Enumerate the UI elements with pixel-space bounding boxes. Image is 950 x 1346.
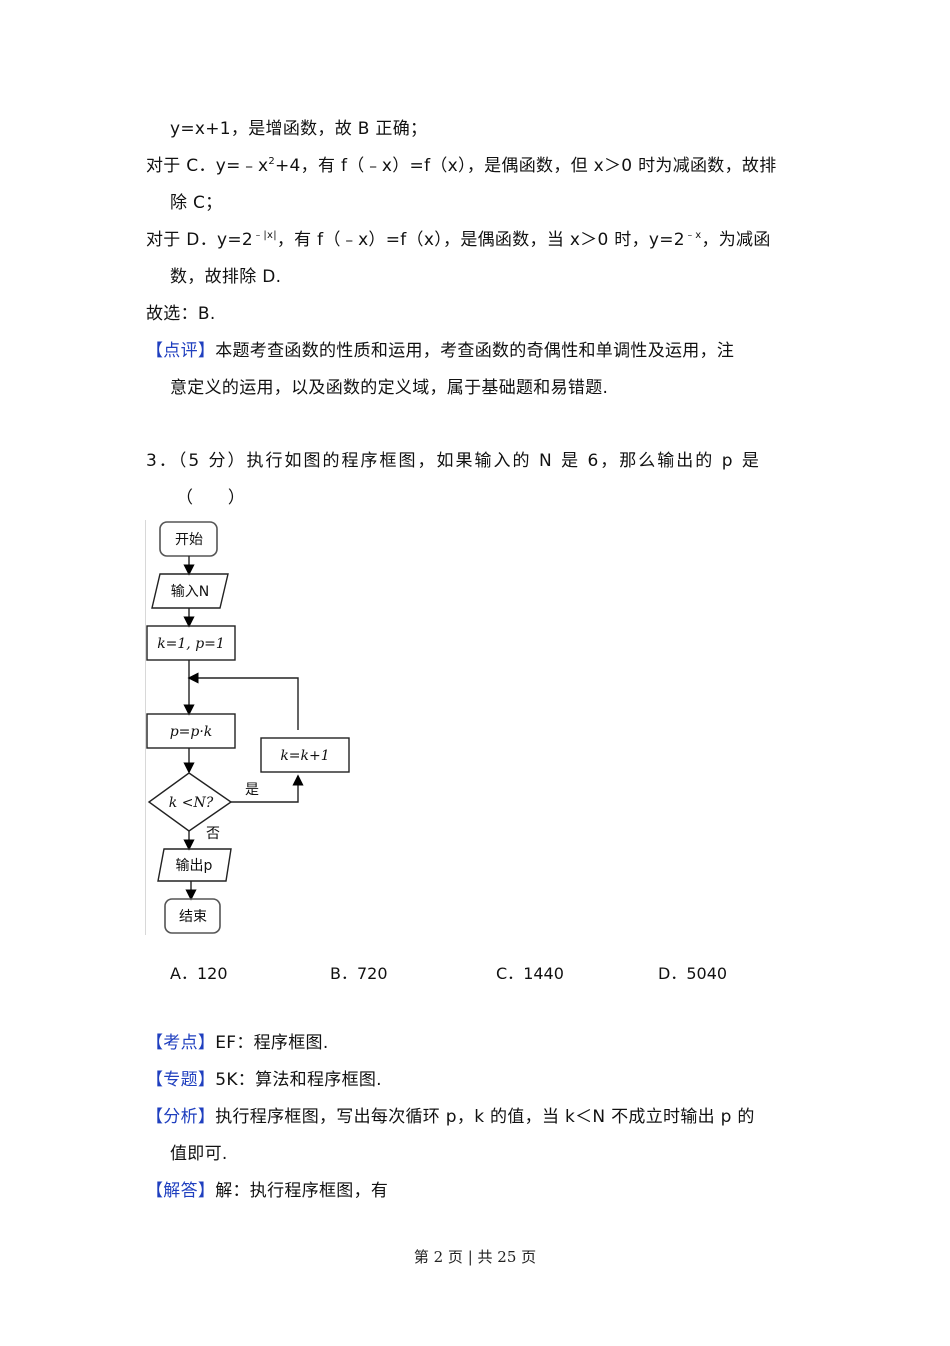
topic-tag: 【专题】 (146, 1070, 216, 1090)
figure-border (145, 520, 146, 935)
option-a: A．120 (170, 960, 228, 984)
superscript: ﹣|x| (253, 230, 277, 241)
review-line-1: 【点评】本题考查函数的性质和运用，考查函数的奇偶性和单调性及运用，注 (146, 340, 734, 362)
text: ，有 f（﹣x）=f（x），是偶函数，当 x＞0 时，y=2 (276, 230, 685, 250)
answer-line: 故选：B. (146, 304, 216, 324)
text: ，为减函 (701, 230, 771, 250)
topic-line: 【专题】5K：算法和程序框图. (146, 1069, 382, 1091)
solution-line-b: y=x+1，是增函数，故 B 正确； (170, 119, 428, 139)
question-line-2: （ ） (176, 488, 246, 508)
no-label: 否 (206, 826, 220, 842)
solution-line-d-cont: 数，故排除 D. (170, 267, 282, 287)
superscript: 2 (268, 156, 276, 167)
output-node (157, 848, 232, 882)
option-value: 1440 (523, 964, 564, 983)
increment-label: k=k+1 (280, 748, 329, 764)
solution-line-c: 对于 C．y=﹣x2+4，有 f（﹣x）=f（x），是偶函数，但 x＞0 时为减… (146, 155, 777, 177)
page-footer: 第 2 页 | 共 25 页 (413, 1248, 537, 1266)
yes-label: 是 (245, 782, 259, 798)
solution-line-d: 对于 D．y=2﹣|x|，有 f（﹣x）=f（x），是偶函数，当 x＞0 时，y… (146, 229, 771, 251)
knowledge-point-tag: 【考点】 (146, 1033, 216, 1053)
option-label: D． (658, 964, 687, 983)
process-node (146, 713, 236, 749)
question-text: （5 分）执行如图的程序框图，如果输入的 N 是 6，那么输出的 p 是 (177, 451, 761, 471)
output-label: 输出p (176, 858, 213, 874)
solution-line-c-cont: 除 C； (170, 193, 223, 213)
analysis-line-1: 【分析】执行程序框图，写出每次循环 p，k 的值，当 k＜N 不成立时输出 p … (146, 1106, 755, 1128)
option-value: 5040 (686, 964, 728, 983)
option-value: 720 (356, 964, 388, 983)
review-text: 本题考查函数的性质和运用，考查函数的奇偶性和单调性及运用，注 (215, 341, 735, 361)
topic-text: 5K：算法和程序框图. (215, 1070, 382, 1090)
option-value: 120 (196, 964, 228, 983)
text: 对于 D．y=2 (146, 230, 254, 250)
option-label: A． (170, 964, 197, 983)
question-line-1: 3．（5 分）执行如图的程序框图，如果输入的 N 是 6，那么输出的 p 是 (146, 450, 761, 472)
option-b: B．720 (330, 960, 388, 984)
flowchart: 开始 输入N k=1, p=1 p=p·k k=k+1 k <N? 是 否 输出… (146, 521, 350, 934)
input-node (151, 573, 229, 609)
end-label: 结束 (179, 909, 207, 925)
review-tag: 【点评】 (146, 341, 216, 361)
superscript: ﹣x (684, 230, 702, 241)
analysis-text: 执行程序框图，写出每次循环 p，k 的值，当 k＜N 不成立时输出 p 的 (215, 1107, 755, 1127)
start-label: 开始 (175, 532, 203, 548)
init-label: k=1, p=1 (157, 636, 225, 652)
solution-line: 【解答】解：执行程序框图，有 (146, 1180, 388, 1202)
solution-text: 解：执行程序框图，有 (215, 1181, 389, 1201)
solution-tag: 【解答】 (146, 1181, 216, 1201)
text: 对于 C．y=﹣x (146, 156, 269, 176)
option-c: C．1440 (496, 960, 564, 984)
process-label: p=p·k (170, 724, 213, 740)
analysis-tag: 【分析】 (146, 1107, 216, 1127)
init-node (146, 625, 236, 661)
question-number: 3． (146, 451, 178, 471)
option-label: C． (496, 964, 524, 983)
analysis-line-2: 值即可. (170, 1144, 228, 1164)
text: +4，有 f（﹣x）=f（x），是偶函数，但 x＞0 时为减函数，故排 (275, 156, 777, 176)
option-d: D．5040 (658, 960, 727, 984)
increment-node (260, 737, 350, 773)
review-line-2: 意定义的运用，以及函数的定义域，属于基础题和易错题. (170, 378, 609, 398)
end-node (164, 898, 221, 934)
condition-label: k <N? (169, 795, 214, 811)
knowledge-point-text: EF：程序框图. (215, 1033, 329, 1053)
input-label: 输入N (171, 584, 209, 600)
option-label: B． (330, 964, 357, 983)
knowledge-point-line: 【考点】EF：程序框图. (146, 1032, 329, 1054)
